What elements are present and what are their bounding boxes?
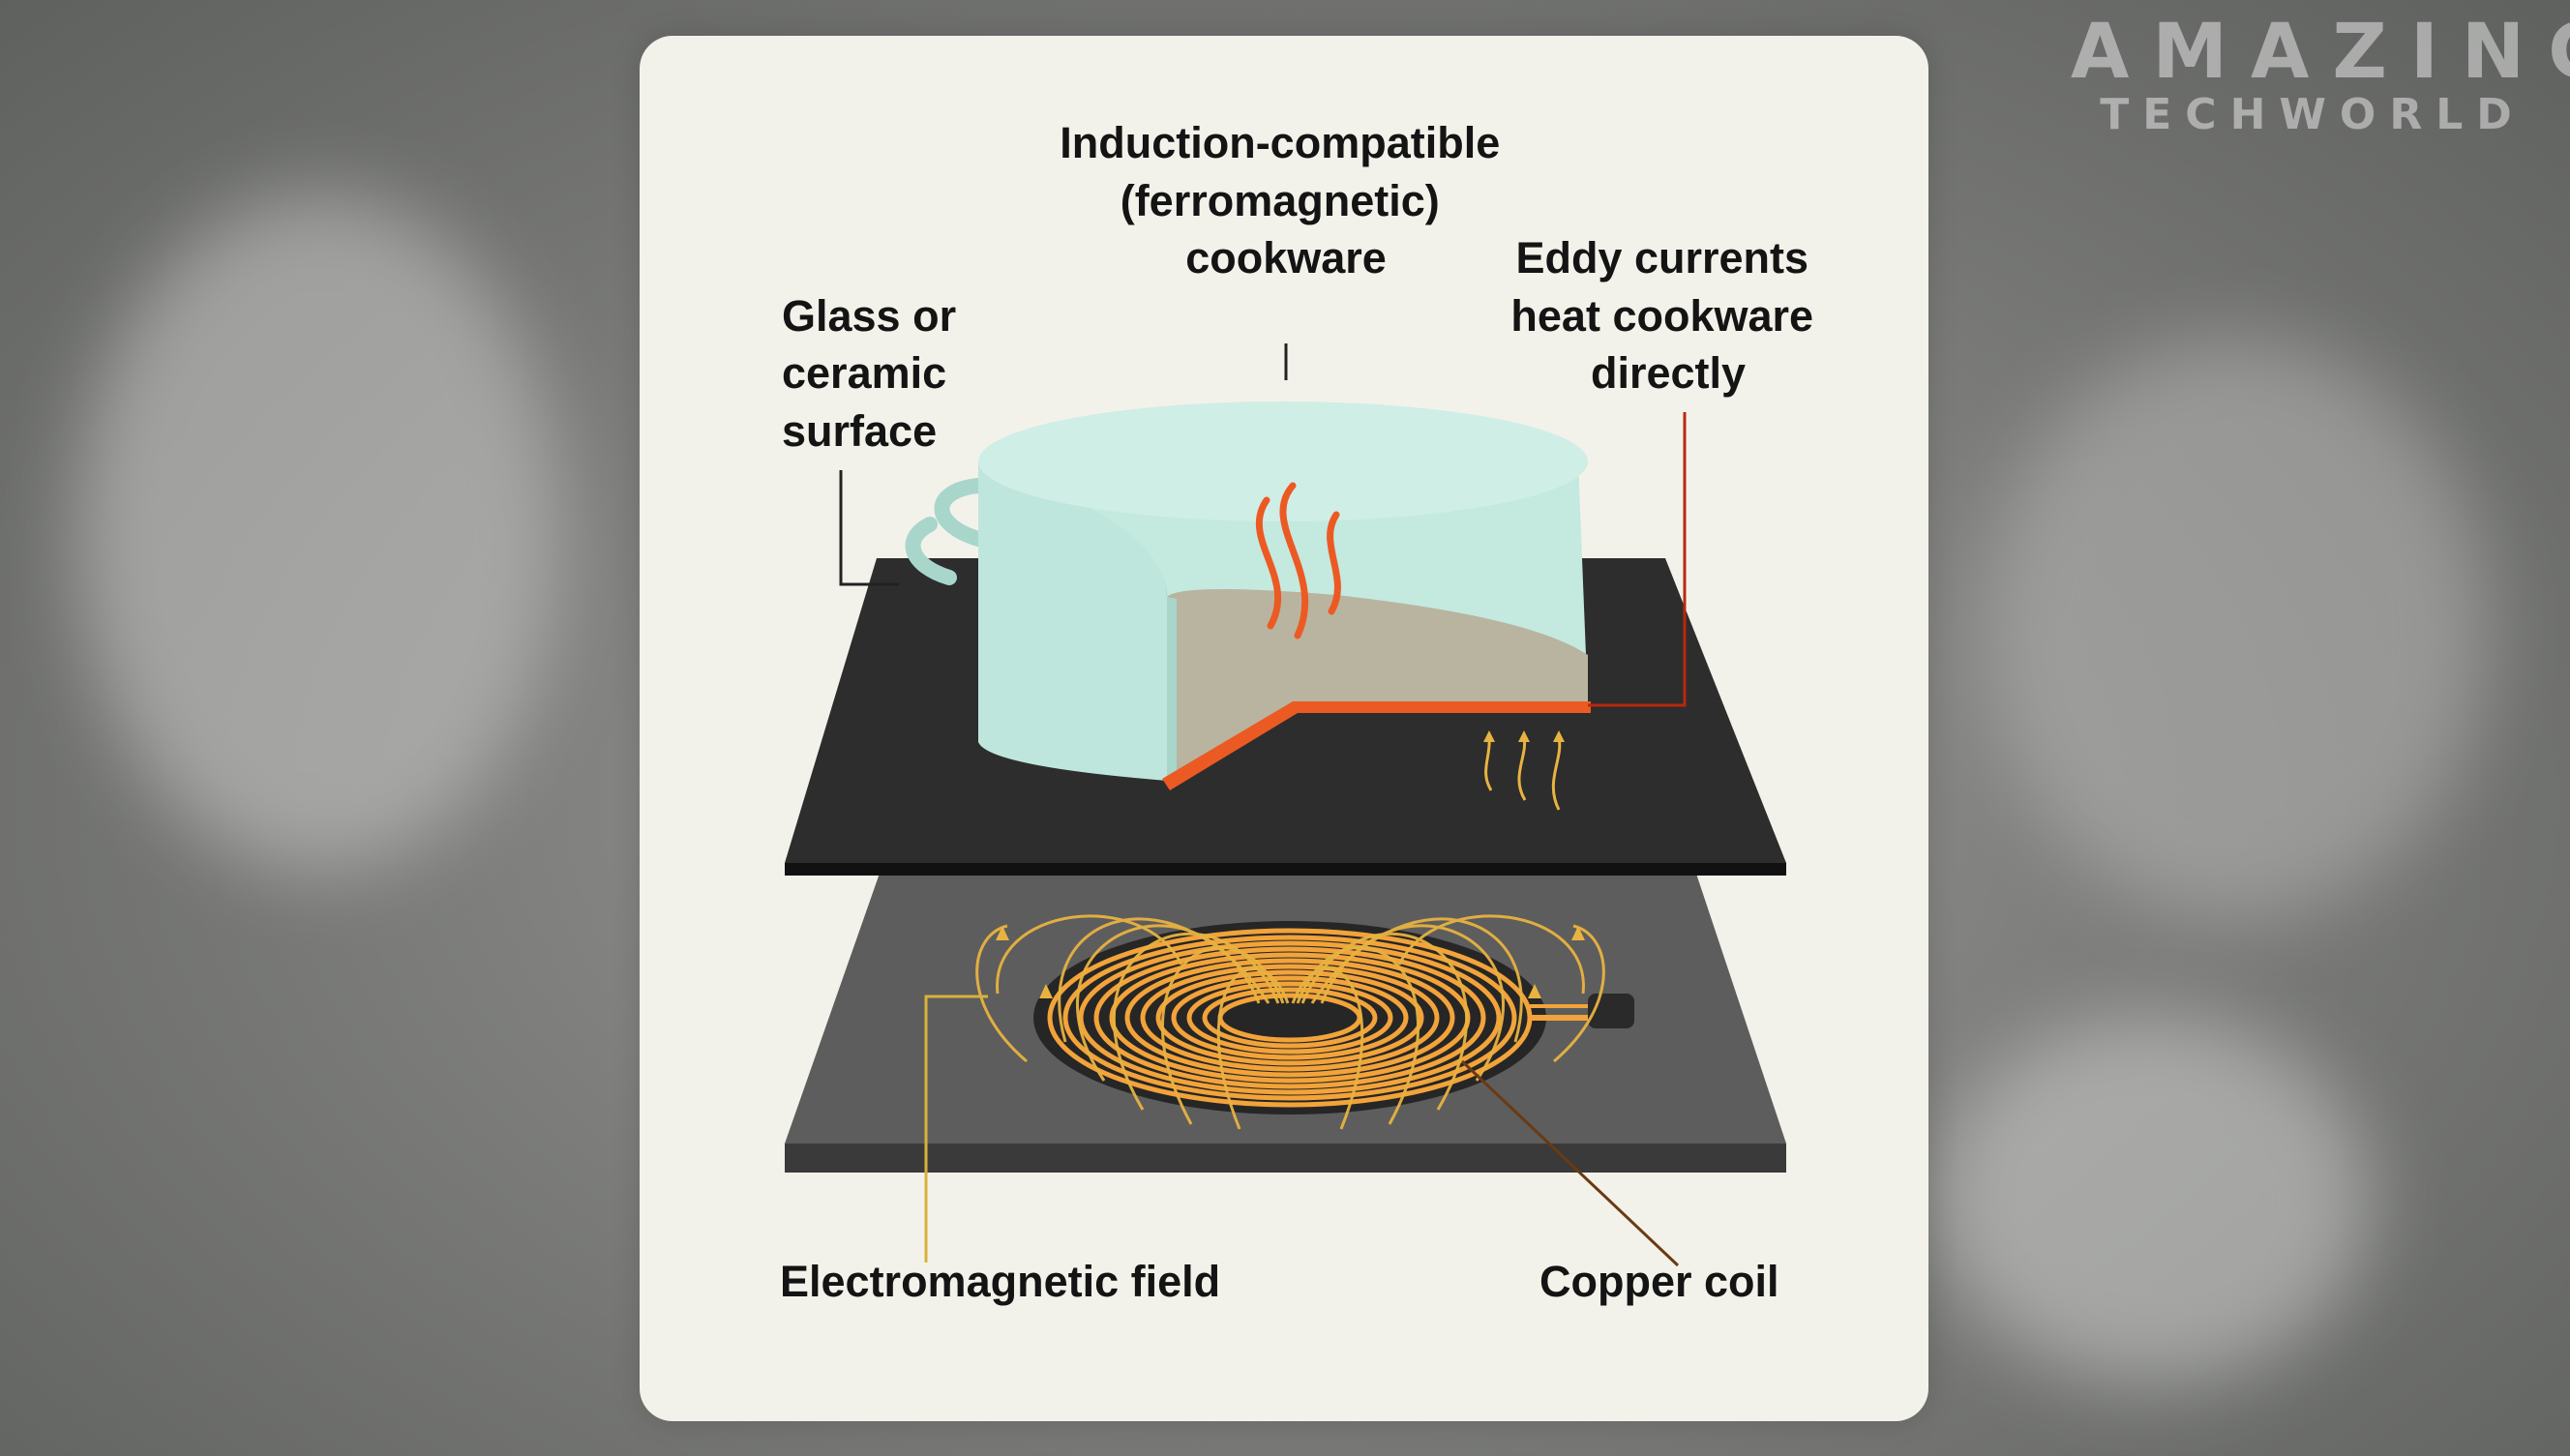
background-blur [1984, 339, 2487, 919]
label-eddy-line-3: directly [1591, 348, 1746, 398]
label-eddy-line-2: heat cookware [1510, 291, 1813, 341]
label-surface-line-1: Glass or [782, 291, 956, 341]
pot-interior-floor [1167, 588, 1588, 781]
pot-handle [905, 478, 986, 585]
leader-lines [839, 343, 1687, 1267]
label-cookware-line-1: Induction-compatible [1060, 118, 1500, 167]
copper-coil [1047, 928, 1533, 1108]
watermark-line-2: TECHWORLD [2100, 90, 2525, 139]
heated-pot-base [1162, 701, 1591, 790]
label-surface: Glass or ceramic surface [782, 291, 969, 456]
label-copper-coil: Copper coil [1539, 1257, 1779, 1306]
label-eddy-line-1: Eddy currents [1515, 233, 1808, 282]
pot-rim [978, 401, 1588, 521]
background-blur [1935, 1016, 2371, 1383]
induction-diagram: Induction-compatible (ferromagnetic) coo… [780, 118, 1825, 1306]
field-lines [975, 914, 1605, 1130]
label-eddy-currents: Eddy currents heat cookware directly [1510, 233, 1825, 398]
background-blur [77, 193, 561, 871]
diagram-card: Induction-compatible (ferromagnetic) coo… [640, 36, 1928, 1421]
label-surface-line-3: surface [782, 406, 937, 456]
watermark-logo: AMAZING TECHWORLD [2071, 9, 2570, 139]
label-cookware: Induction-compatible (ferromagnetic) coo… [1060, 118, 1512, 282]
label-surface-line-2: ceramic [782, 348, 946, 398]
pot-cut-edge [1167, 597, 1177, 781]
steam-icon [1255, 482, 1341, 639]
coil-connector [1530, 994, 1634, 1028]
watermark-line-1: AMAZING [2071, 9, 2570, 96]
pot-body [978, 461, 1167, 781]
label-electromagnetic-field: Electromagnetic field [780, 1257, 1220, 1306]
field-arrows [996, 926, 1585, 998]
label-cookware-line-2: (ferromagnetic) [1121, 176, 1440, 225]
label-cookware-line-3: cookware [1185, 233, 1387, 282]
surface-arrow-heads [1483, 730, 1565, 742]
